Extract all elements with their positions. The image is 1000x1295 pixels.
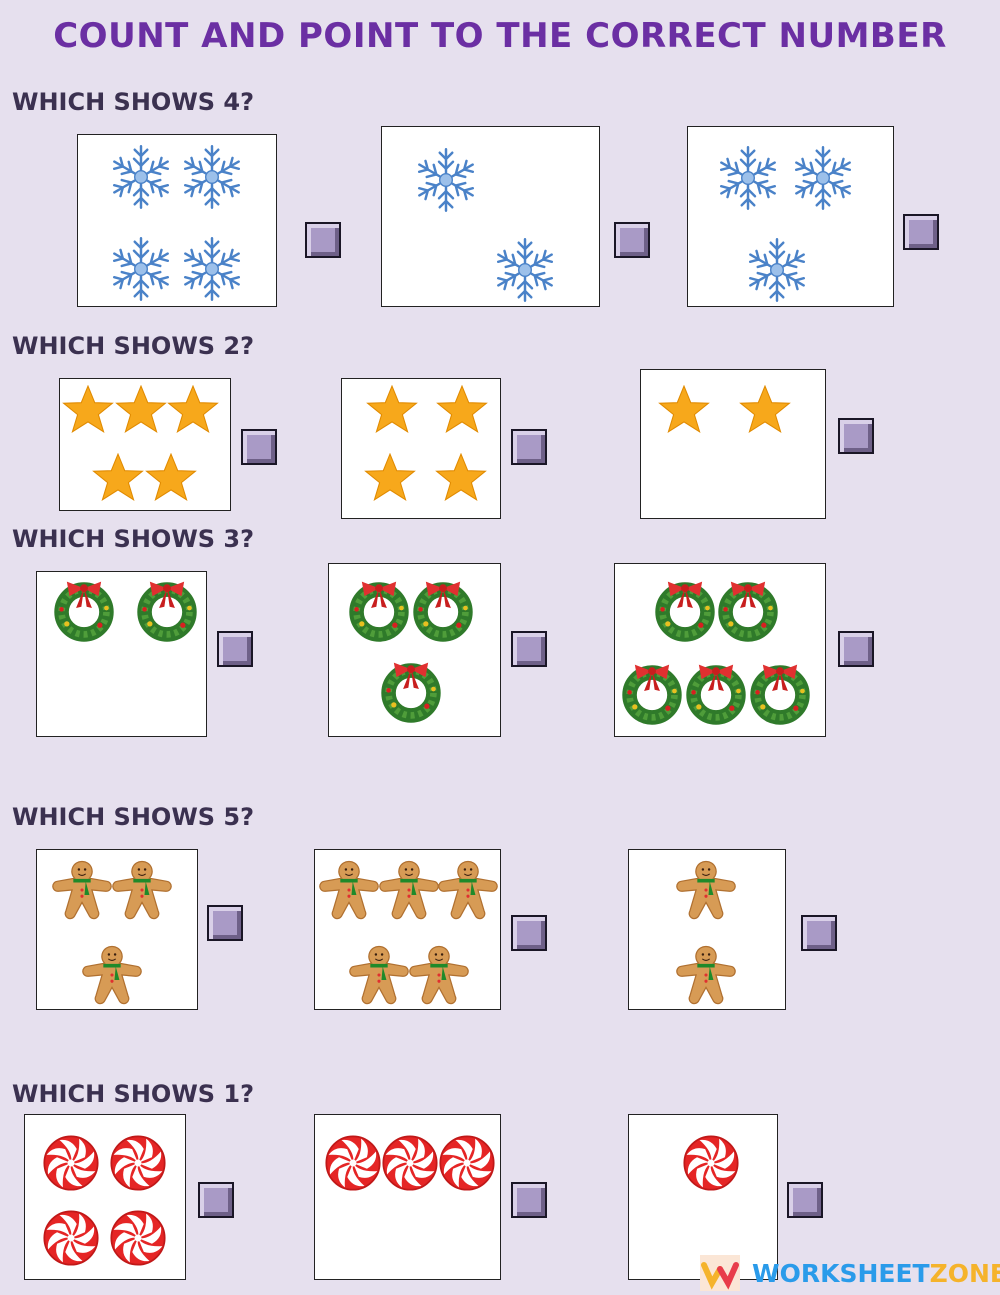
snowflake-icon xyxy=(490,235,560,305)
question-label: WHICH SHOWS 4? xyxy=(12,88,255,116)
question-label: WHICH SHOWS 2? xyxy=(12,332,255,360)
answer-checkbox[interactable] xyxy=(511,1182,547,1218)
peppermint-icon xyxy=(381,1134,439,1192)
star-icon xyxy=(436,453,486,501)
star-icon xyxy=(93,453,143,501)
gingerbread-icon xyxy=(676,860,736,920)
wreath-icon xyxy=(652,579,718,645)
star-icon xyxy=(437,385,487,433)
gingerbread-icon xyxy=(52,860,112,920)
gingerbread-icon xyxy=(82,945,142,1005)
answer-checkbox[interactable] xyxy=(838,631,874,667)
wreath-icon xyxy=(346,579,412,645)
peppermint-icon xyxy=(42,1209,100,1267)
answer-checkbox[interactable] xyxy=(614,222,650,258)
wreath-icon xyxy=(378,660,444,726)
wreath-icon xyxy=(715,579,781,645)
answer-option-3[interactable] xyxy=(640,369,826,519)
star-icon xyxy=(116,385,166,433)
star-icon xyxy=(63,385,113,433)
answer-checkbox[interactable] xyxy=(838,418,874,454)
star-icon xyxy=(168,385,218,433)
answer-checkbox[interactable] xyxy=(511,631,547,667)
answer-checkbox[interactable] xyxy=(241,429,277,465)
peppermint-icon xyxy=(42,1134,100,1192)
worksheetzone-logo: WORKSHEETZONE xyxy=(700,1255,1000,1291)
answer-option-1[interactable] xyxy=(77,134,277,307)
star-icon xyxy=(146,453,196,501)
snowflake-icon xyxy=(742,235,812,305)
peppermint-icon xyxy=(109,1134,167,1192)
answer-checkbox[interactable] xyxy=(198,1182,234,1218)
wreath-icon xyxy=(51,579,117,645)
peppermint-icon xyxy=(109,1209,167,1267)
wreath-icon xyxy=(683,662,749,728)
gingerbread-icon xyxy=(379,860,439,920)
question-label: WHICH SHOWS 1? xyxy=(12,1080,255,1108)
snowflake-icon xyxy=(788,143,858,213)
answer-checkbox[interactable] xyxy=(787,1182,823,1218)
snowflake-icon xyxy=(106,142,176,212)
star-icon xyxy=(365,453,415,501)
snowflake-icon xyxy=(411,145,481,215)
wreath-icon xyxy=(134,579,200,645)
wreath-icon xyxy=(619,662,685,728)
page-title: COUNT AND POINT TO THE CORRECT NUMBER xyxy=(53,16,947,56)
peppermint-icon xyxy=(324,1134,382,1192)
peppermint-icon xyxy=(438,1134,496,1192)
gingerbread-icon xyxy=(112,860,172,920)
logo-text: WORKSHEETZONE xyxy=(752,1259,1000,1288)
gingerbread-icon xyxy=(409,945,469,1005)
snowflake-icon xyxy=(713,143,783,213)
star-icon xyxy=(659,385,709,433)
answer-checkbox[interactable] xyxy=(217,631,253,667)
answer-checkbox[interactable] xyxy=(511,429,547,465)
wreath-icon xyxy=(410,579,476,645)
star-icon xyxy=(367,385,417,433)
gingerbread-icon xyxy=(349,945,409,1005)
answer-checkbox[interactable] xyxy=(511,915,547,951)
gingerbread-icon xyxy=(676,945,736,1005)
snowflake-icon xyxy=(177,234,247,304)
gingerbread-icon xyxy=(319,860,379,920)
peppermint-icon xyxy=(682,1134,740,1192)
gingerbread-icon xyxy=(438,860,498,920)
answer-checkbox[interactable] xyxy=(801,915,837,951)
answer-checkbox[interactable] xyxy=(207,905,243,941)
answer-option-3[interactable] xyxy=(687,126,894,307)
question-label: WHICH SHOWS 3? xyxy=(12,525,255,553)
snowflake-icon xyxy=(177,142,247,212)
answer-checkbox[interactable] xyxy=(903,214,939,250)
question-label: WHICH SHOWS 5? xyxy=(12,803,255,831)
snowflake-icon xyxy=(106,234,176,304)
answer-checkbox[interactable] xyxy=(305,222,341,258)
answer-option-2[interactable] xyxy=(381,126,600,307)
logo-mark xyxy=(700,1255,740,1291)
star-icon xyxy=(740,385,790,433)
wreath-icon xyxy=(747,662,813,728)
